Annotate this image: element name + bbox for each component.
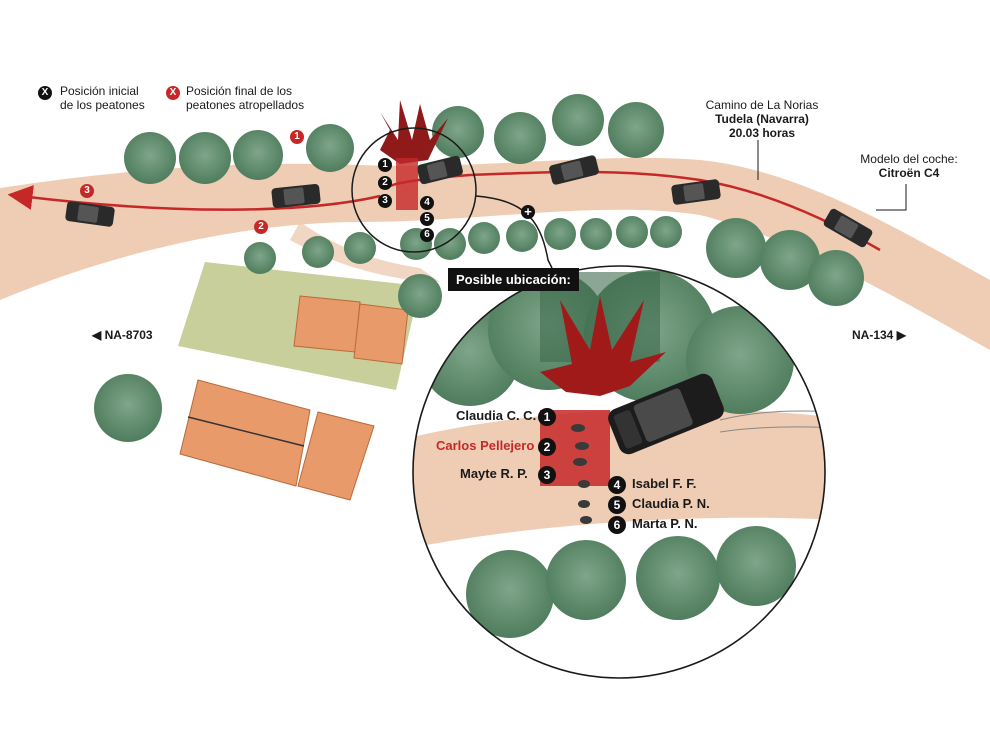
- plus-circle: [521, 205, 535, 219]
- road-right-name: NA-134: [852, 328, 894, 342]
- legend-initial-line2: de los peatones: [60, 98, 145, 112]
- victim-number-6: 6: [608, 516, 626, 534]
- victim-name-5: Claudia P. N.: [632, 496, 710, 511]
- initial-position-1: 1: [378, 158, 392, 172]
- detail-circle-large: [412, 265, 826, 679]
- victim-name-6: Marta P. N.: [632, 516, 698, 531]
- cars: [65, 155, 873, 248]
- legend-initial-label: Posición inicial de los peatones: [60, 84, 145, 112]
- arrow-left-icon: ◀: [92, 328, 105, 342]
- legend-final-label: Posición final de los peatones atropella…: [186, 84, 304, 112]
- car-large: [608, 373, 724, 455]
- initial-position-5: 5: [420, 212, 434, 226]
- location-line1: Camino de La Norias: [705, 98, 819, 112]
- victim-number-3: 3: [538, 466, 556, 484]
- impact-star-small: [380, 100, 448, 164]
- victim-number-2: 2: [538, 438, 556, 456]
- final-position-3: 3: [80, 184, 94, 198]
- pedestrian-figures: [571, 424, 592, 524]
- victim-number-5: 5: [608, 496, 626, 514]
- impact-star-large: [540, 296, 666, 396]
- legend-initial-marker: X: [38, 86, 52, 100]
- legend-final-line2: peatones atropellados: [186, 98, 305, 112]
- victim-name-1: Claudia C. C.: [456, 408, 537, 423]
- trees: [94, 94, 864, 442]
- initial-position-4: 4: [420, 196, 434, 210]
- legend-initial-line1: Posición inicial: [60, 84, 139, 98]
- road-left-name: NA-8703: [104, 328, 153, 342]
- road-left-label: ◀ NA-8703: [92, 328, 153, 342]
- initial-position-2: 2: [378, 176, 392, 190]
- detail-circle-small: [351, 127, 477, 253]
- victim-number-1: 1: [538, 408, 556, 426]
- location-line3: 20.03 horas: [728, 126, 796, 140]
- road-right-label: NA-134 ▶: [852, 328, 906, 342]
- final-position-2: 2: [254, 220, 268, 234]
- possible-location-title: Posible ubicación:: [448, 268, 579, 291]
- location-line2: Tudela (Navarra): [715, 112, 809, 126]
- car-model-line1: Modelo del coche:: [860, 152, 958, 166]
- road-side-branch: [290, 222, 440, 282]
- initial-position-6: 6: [420, 228, 434, 242]
- impact-zone-small: [396, 158, 418, 210]
- location-label: Camino de La Norias Tudela (Navarra) 20.…: [700, 98, 824, 140]
- car-model-line2: Citroën C4: [878, 166, 940, 180]
- victim-name-4: Isabel F. F.: [632, 476, 697, 491]
- legend-final-line1: Posición final de los: [186, 84, 293, 98]
- initial-position-3: 3: [378, 194, 392, 208]
- road-camino: [0, 157, 990, 350]
- buildings: [179, 295, 409, 501]
- victim-name-2: Carlos Pellejero: [436, 438, 535, 453]
- victim-number-4: 4: [608, 476, 626, 494]
- final-position-1: 1: [290, 130, 304, 144]
- car-model-label: Modelo del coche: Citroën C4: [854, 152, 964, 180]
- arrow-right-icon: ▶: [893, 328, 906, 342]
- zoom-plus-sign: +: [524, 204, 532, 219]
- legend-final-marker: X: [166, 86, 180, 100]
- victim-name-3: Mayte R. P.: [460, 466, 528, 481]
